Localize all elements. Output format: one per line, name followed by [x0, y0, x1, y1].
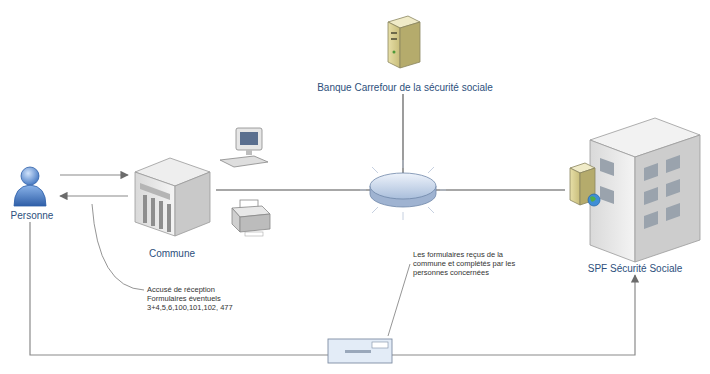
leader-line: [388, 264, 410, 336]
server-icon: [400, 22, 420, 68]
commune-building: [167, 204, 171, 232]
person-icon: [14, 167, 46, 206]
commune-building: [135, 172, 175, 236]
network-hub: [360, 190, 366, 191]
server-icon: [388, 16, 420, 68]
commune-node: Commune: [128, 145, 216, 260]
spf-building: [600, 186, 614, 204]
server-icon: [388, 22, 400, 68]
connector-line: [30, 222, 635, 355]
network-hub: [403, 160, 404, 168]
network-hub: [372, 167, 378, 173]
callout-note: 3+4,5,6,100,101,102, 477: [147, 303, 233, 312]
spf-building: [644, 211, 658, 229]
server-node: Banque Carrefour de la sécurité sociale: [280, 12, 530, 94]
envelope-form-icon: [328, 339, 392, 363]
leader-line: [92, 204, 410, 336]
person-icon: [14, 185, 46, 206]
network-hub: [372, 207, 378, 213]
spf-building: [644, 163, 658, 181]
connector-line: [216, 94, 403, 190]
printer-icon: [240, 214, 270, 232]
node-label: Banque Carrefour de la sécurité sociale: [316, 82, 494, 94]
leader-line: [92, 204, 144, 290]
person-node: Personne: [4, 160, 60, 222]
callout-note: Accusé de réception: [147, 285, 215, 294]
spf-building: [666, 203, 680, 221]
commune-building: [151, 198, 155, 226]
network-hub: [403, 212, 404, 220]
commune-building: [159, 201, 163, 229]
spf-building: [666, 155, 680, 173]
server-icon: [391, 32, 397, 34]
connector-line: [60, 195, 128, 196]
connector-line: [60, 174, 128, 175]
network-hub: [428, 167, 434, 173]
network-hub: [360, 160, 446, 220]
network-hub: [360, 160, 446, 220]
printer-icon: [232, 200, 270, 236]
server-icon: [391, 38, 397, 40]
callout-note: Formulaires éventuels: [147, 294, 221, 303]
computer-icon: [240, 132, 258, 145]
server-globe-icon: [570, 163, 600, 206]
server-globe-icon: [588, 194, 600, 206]
computer-icon: [236, 128, 262, 150]
spf-building: [600, 155, 680, 229]
computer-icon: [220, 128, 268, 167]
building-node: SPF Sécurité Sociale: [565, 115, 705, 275]
network-hub: [428, 207, 434, 213]
server-icon: [393, 51, 396, 54]
spf-building: [666, 179, 680, 197]
computer-icon: [220, 156, 268, 167]
spf-building: [635, 135, 700, 262]
network-hub: [370, 173, 436, 199]
person-icon: [21, 167, 39, 185]
envelope-form-icon: [345, 350, 371, 353]
spf-building: [644, 187, 658, 205]
computer-icon: [246, 150, 252, 155]
server-globe-icon: [590, 196, 596, 201]
envelope-form-icon: [328, 339, 392, 363]
node-label: Commune: [148, 248, 196, 260]
commune-building: [135, 158, 210, 236]
printer-icon: [232, 208, 240, 232]
printer-icon: [245, 232, 263, 236]
commune-building: [175, 172, 210, 236]
server-globe-icon: [580, 168, 595, 205]
spf-building: [600, 158, 614, 176]
network-hub: [440, 190, 446, 191]
envelope-form-icon: [372, 342, 388, 348]
spf-building: [590, 118, 700, 262]
server-globe-icon: [570, 168, 580, 205]
commune-building: [143, 195, 147, 223]
callout-note: Les formulaires reçus de la commune et c…: [413, 250, 531, 277]
connector-line: [403, 94, 565, 190]
node-label: SPF Sécurité Sociale: [587, 263, 684, 275]
node-label: Personne: [10, 210, 55, 222]
